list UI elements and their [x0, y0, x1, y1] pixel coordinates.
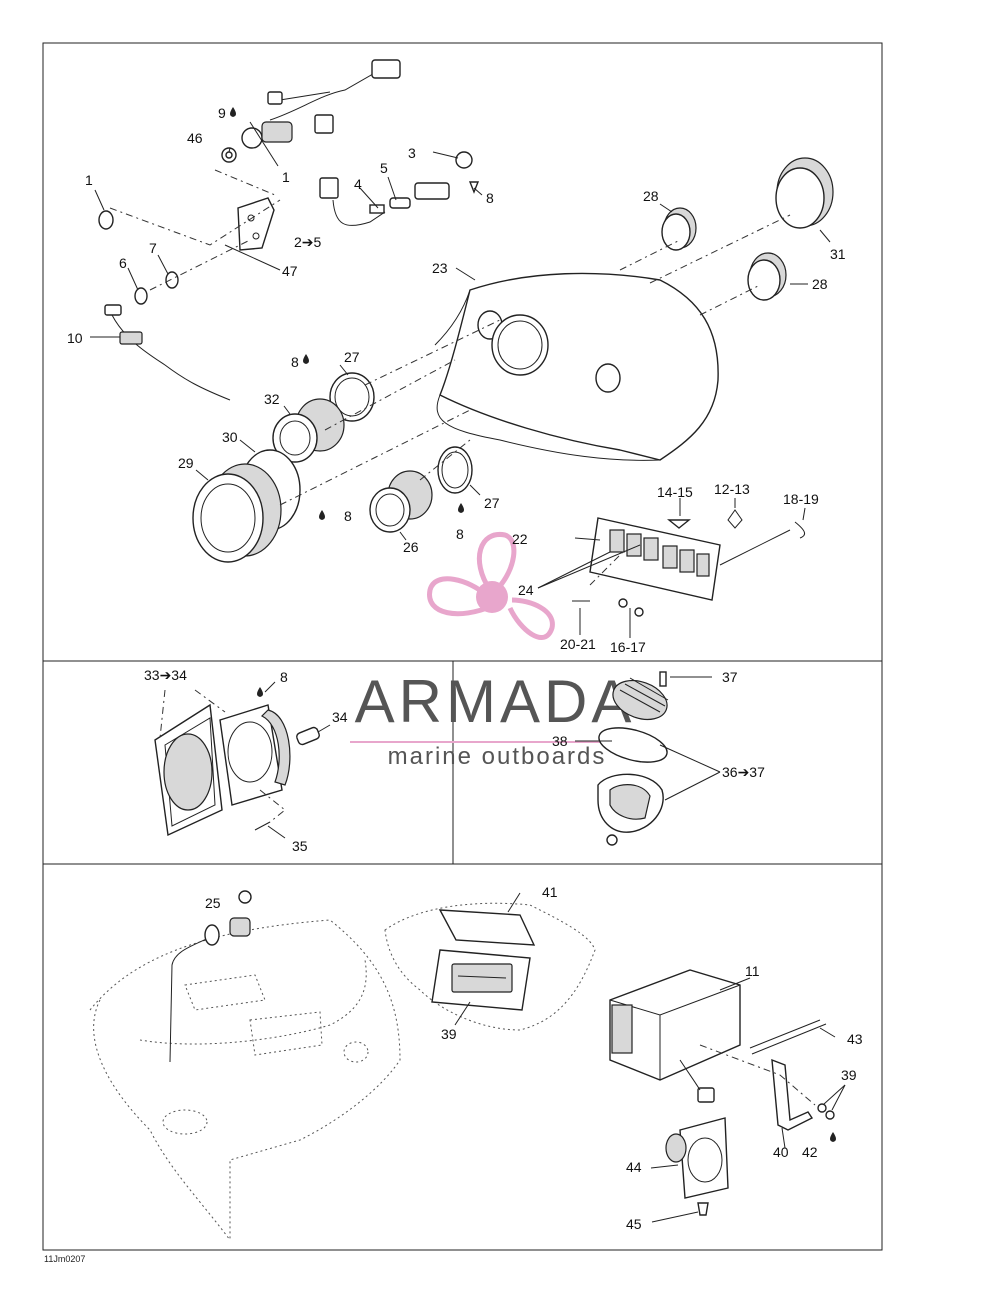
callout-39-a: 39 [441, 1026, 457, 1042]
callout-8-c: 8 [344, 508, 352, 524]
callout-labels: 9 46 1 1 3 5 4 8 2➔5 47 6 7 10 28 31 23 … [67, 105, 863, 1232]
callout-30: 30 [222, 429, 238, 445]
callout-39-b: 39 [841, 1067, 857, 1083]
callout-44: 44 [626, 1159, 642, 1175]
mid-right-panel-parts [575, 671, 721, 846]
callout-12-13: 12-13 [714, 481, 750, 497]
callout-26: 26 [403, 539, 419, 555]
callout-23: 23 [432, 260, 448, 276]
watermark-tagline: marine outboards [388, 743, 607, 770]
watermark-brand: ARMADA [355, 668, 636, 735]
callout-28-b: 28 [812, 276, 828, 292]
propeller-logo-icon [427, 532, 555, 640]
callout-8-a: 8 [486, 190, 494, 206]
callout-29: 29 [178, 455, 194, 471]
callout-27-a: 27 [344, 349, 360, 365]
callout-47: 47 [282, 263, 298, 279]
diagram-code: 11Jm0207 [44, 1254, 85, 1264]
callout-41: 41 [542, 884, 558, 900]
callout-20-21: 20-21 [560, 636, 596, 652]
callout-36-37: 36➔37 [722, 764, 765, 780]
callout-43: 43 [847, 1031, 863, 1047]
diagram-frame [42, 42, 883, 1251]
callout-25: 25 [205, 895, 221, 911]
callout-28-a: 28 [643, 188, 659, 204]
top-panel-leaders [90, 121, 831, 638]
callout-46: 46 [187, 130, 203, 146]
watermark: ARMADA marine outboards [350, 532, 640, 770]
top-panel-parts [98, 59, 834, 617]
callout-40: 40 [773, 1144, 789, 1160]
callout-8-d: 8 [456, 526, 464, 542]
callout-3: 3 [408, 145, 416, 161]
callout-42: 42 [802, 1144, 818, 1160]
callout-11: 11 [745, 963, 760, 979]
callout-10: 10 [67, 330, 83, 346]
callout-27-b: 27 [484, 495, 500, 511]
callout-5: 5 [380, 160, 388, 176]
callout-34: 34 [332, 709, 348, 725]
callout-32: 32 [264, 391, 280, 407]
mid-left-panel-parts [154, 681, 331, 839]
callout-6: 6 [119, 255, 127, 271]
callout-9: 9 [218, 105, 226, 121]
callout-2-5: 2➔5 [294, 234, 322, 250]
callout-8-b: 8 [291, 354, 299, 370]
callout-4: 4 [354, 176, 362, 192]
callout-1-left: 1 [85, 172, 93, 188]
callout-38: 38 [552, 733, 568, 749]
sealant-drop-icons [230, 107, 836, 1142]
callout-35: 35 [292, 838, 308, 854]
callout-8-e: 8 [280, 669, 288, 685]
bottom-panel-parts [89, 890, 846, 1241]
callout-31: 31 [830, 246, 846, 262]
callout-16-17: 16-17 [610, 639, 646, 655]
callout-22: 22 [512, 531, 528, 547]
callout-14-15: 14-15 [657, 484, 693, 500]
callout-7: 7 [149, 240, 157, 256]
callout-1-top: 1 [282, 169, 290, 185]
callout-45: 45 [626, 1216, 642, 1232]
callout-37: 37 [722, 669, 738, 685]
callout-18-19: 18-19 [783, 491, 819, 507]
callout-24: 24 [518, 582, 534, 598]
callout-33-34: 33➔34 [144, 667, 187, 683]
